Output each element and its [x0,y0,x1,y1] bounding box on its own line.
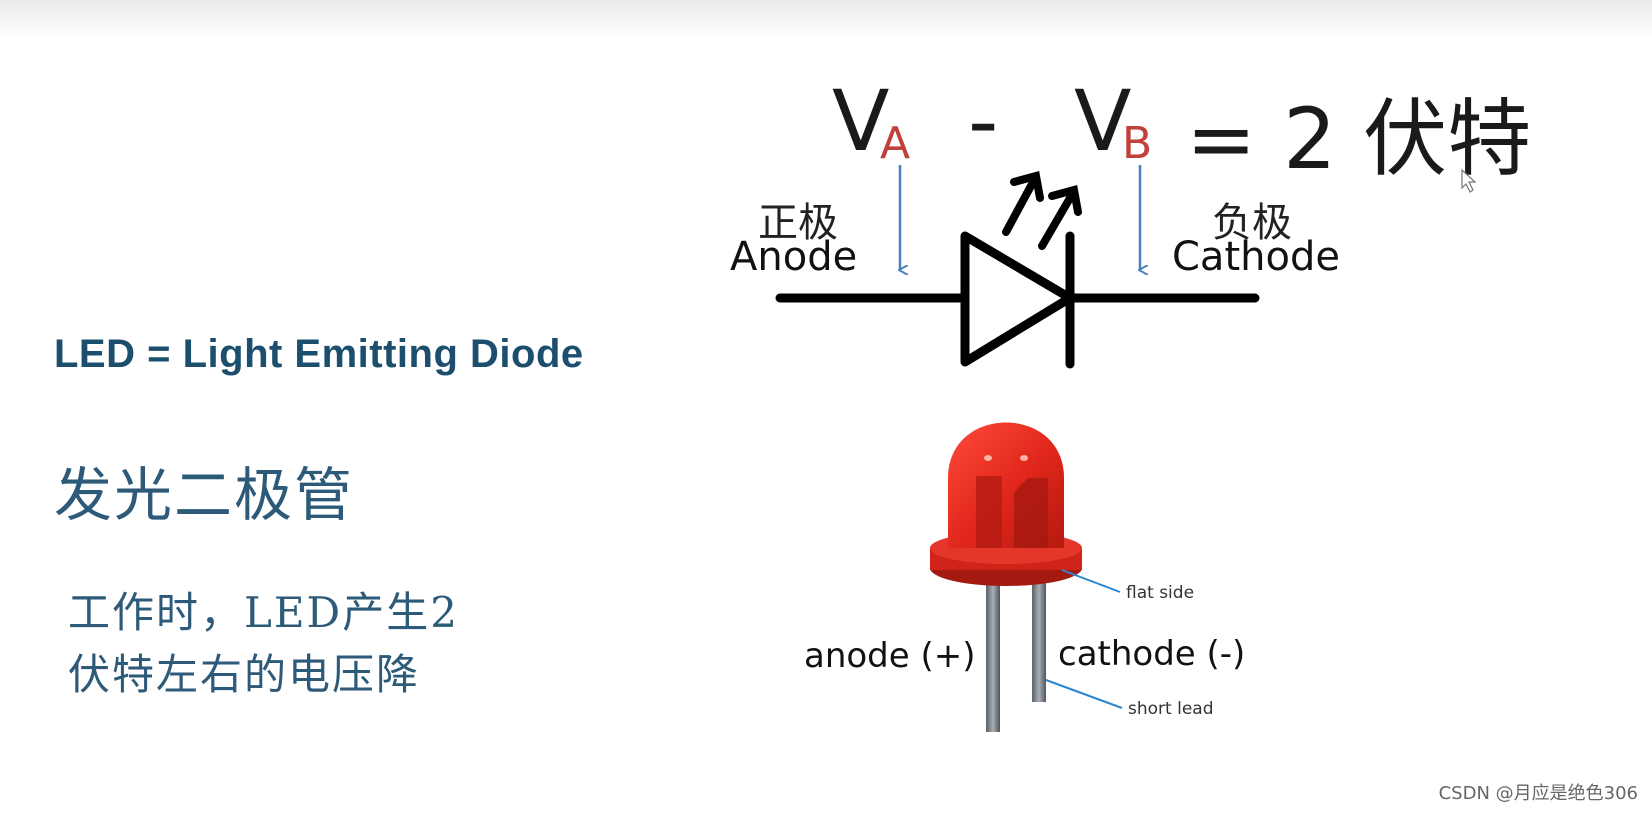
watermark-credit: CSDN @月应是绝色306 [1438,783,1638,804]
equation-vb-sub: B [1122,118,1153,169]
flat-side-callout-line [1061,569,1121,593]
anode-en-label: Anode [730,234,858,280]
light-emission-arrows [1002,170,1082,250]
top-band [0,0,1652,38]
short-lead-label: short lead [1128,699,1214,719]
equation-va-sub: A [880,118,911,169]
anode-cn-label: 正极 [758,200,838,246]
cathode-minus-label: cathode (-) [1058,634,1246,674]
led-title: LED = Light Emitting Diode [54,332,584,376]
voltage-drop-note: 工作时，LED产生2 伏特左右的电压降 [68,582,459,706]
anode-plus-label: anode (+) [804,636,976,676]
equation-minus: - [968,72,999,170]
flat-side-label: flat side [1126,583,1195,603]
mouse-cursor-icon [1461,168,1477,193]
chinese-name: 发光二极管 [54,461,355,529]
equation-va: V [832,72,890,170]
led-photo-illustration [930,422,1082,732]
cathode-en-label: Cathode [1172,234,1340,280]
diode-triangle [960,231,1075,367]
cathode-cn-label: 负极 [1212,200,1292,246]
equation-vb: V [1074,72,1132,170]
short-lead-callout-line [1045,679,1123,709]
note-line-1: 工作时，LED产生2 [68,588,459,637]
equation-rhs: = 2 伏特 [1186,90,1532,188]
note-line-2: 伏特左右的电压降 [68,650,421,699]
